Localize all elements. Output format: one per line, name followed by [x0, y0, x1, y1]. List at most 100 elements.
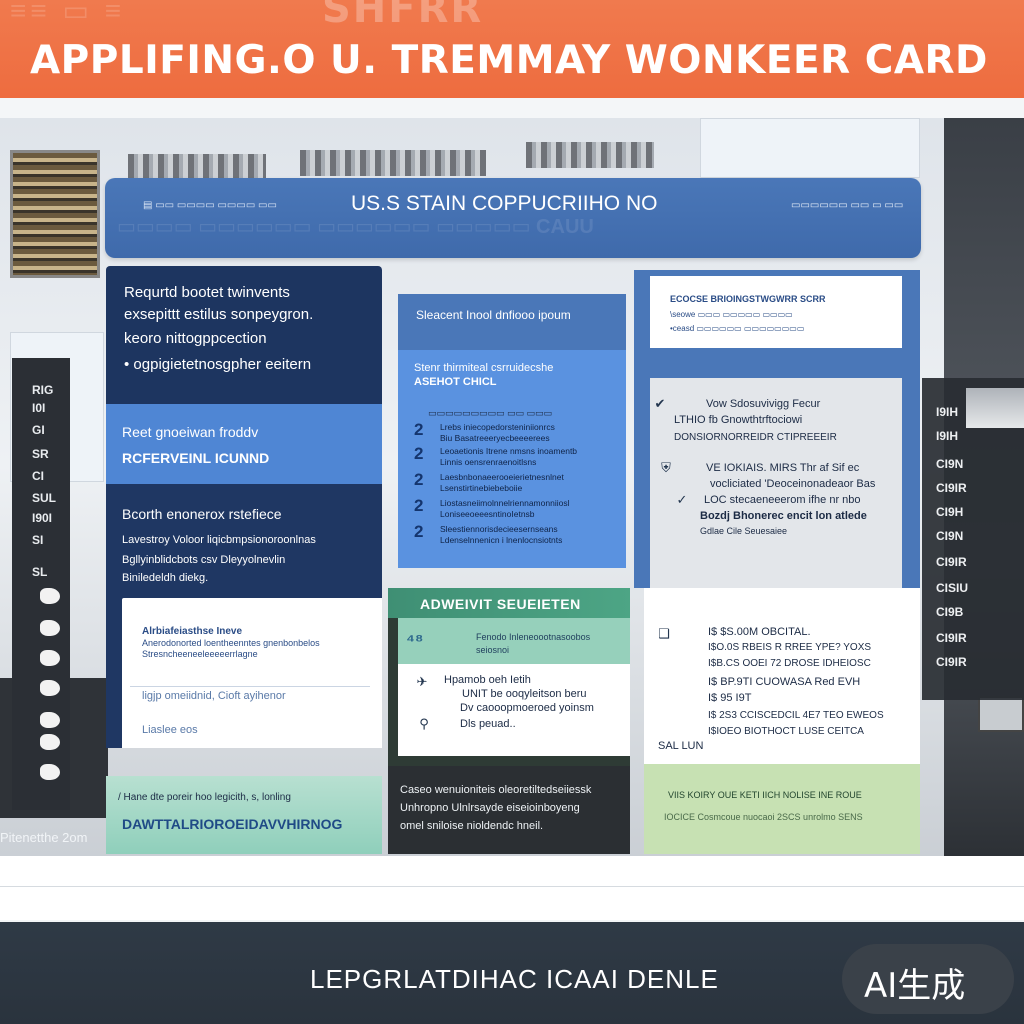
card-text: exsepittt estilus sonpeygron.: [124, 306, 314, 323]
strip-label: CI9IR: [936, 631, 967, 645]
step-item: 2 Laesbnbonaeerooeierietnesnlnet Lsensti…: [414, 470, 624, 496]
attestation-card: Alrbiafeiasthse Ineve Anerodonorted loen…: [106, 598, 382, 748]
card-title: Bcorth enonerox rstefiece: [122, 506, 282, 522]
strip-label: SUL: [32, 491, 56, 505]
left-caption: Pitenetthe 2om: [0, 830, 88, 845]
step-item: 2 Lrebs iniecopedorsteniniionrcs Biu Bas…: [414, 420, 624, 446]
card-subtitle: Reet gnoeiwan froddv: [122, 424, 259, 440]
left-side-strip: RIG I0I GI SR CI SUL I90I SI SL: [12, 358, 70, 810]
fee-line: I$ 95 I9T: [708, 692, 752, 704]
step-text: Liostasneiimolnnelriennamonniiosl: [440, 498, 570, 508]
decorative-blob: [40, 650, 60, 666]
step-number: 2: [414, 522, 424, 541]
fee-line: I$B.CS OOEI 72 DROSE IDHEIOSC: [708, 658, 871, 669]
strip-label: GI: [32, 423, 45, 437]
card-title: RCFERVEINL ICUNND: [122, 450, 270, 466]
card-title: ECOCSE BRIOINGSTWGWRR SCRR: [670, 294, 826, 304]
card-text: Dv caooopmoeroed yoinsm: [460, 702, 594, 714]
step-text: Ldenselnnenicn i lnenlocnsiotnts: [440, 535, 563, 545]
shield-icon: ⛨: [661, 460, 671, 475]
decorative-blob: [40, 588, 60, 604]
strip-label: I0I: [32, 401, 46, 415]
fee-line: I$IOEO BIOTHOCT LUSE CEITCA: [708, 726, 864, 737]
step-item: 2 Leoaetionis Itrene nmsns inoamentb Lin…: [414, 444, 624, 470]
step-item: 2 Sleestiennorisdecieesernseans Ldenseln…: [414, 522, 624, 548]
right-side-strip: I9IH I9IH CI9N CI9IR CI9H CI9N CI9IR CIS…: [922, 378, 1024, 700]
fee-line: I$O.0S RBEIS R RREE YPE? YOXS: [708, 642, 872, 653]
status-card: Stenr thirmiteal csrruidecshe ASEHOT CHI…: [398, 350, 626, 400]
separator-band: [0, 856, 1024, 920]
card-text: ligjp omeiidnid, Cioft ayihenor: [142, 690, 286, 702]
attestation-panel: Alrbiafeiasthse Ineve Anerodonorted loen…: [122, 598, 382, 748]
strip-label: SR: [32, 447, 49, 461]
step-text: Lrebs iniecopedorsteniniionrcs: [440, 422, 555, 432]
title-bar-caption-right: ▭▭▭▭▭▭ ▭▭ ▭ ▭▭: [791, 200, 904, 211]
strip-label: CI9H: [936, 505, 964, 519]
card-text: Anerodonorted loentheenntes gnenbonbelos: [142, 638, 320, 648]
card-text: Dls peuad..: [460, 718, 516, 730]
selection-card: Sleacent Inool dnfiooo ipoum: [398, 294, 626, 350]
steps-heading: ▭▭▭▭▭▭▭▭▭ ▭▭ ▭▭▭: [428, 408, 553, 418]
card-text: keoro nittogppcection: [124, 330, 267, 347]
header-banner: ≡≡ ▭ ≡ SHFRR APPLIFING.O U. TREMMAY WONK…: [0, 0, 1024, 98]
card-text: vocliciated 'Deoceinonadeaor Bas: [710, 478, 876, 490]
card-text: Unhropno Ulnlrsayde eiseioinboyeng: [400, 802, 580, 814]
download-button-label: DAWTTALRIOROEIDAVVHIRNOG: [122, 816, 343, 832]
advisory-header: ADWEIVIT SEUEIETEN: [388, 588, 630, 618]
card-footnote: Liaslee eos: [142, 724, 198, 736]
fee-line: I$ 2S3 CCISCEDCIL 4E7 TEO EWEOS: [708, 710, 884, 721]
strip-label: I9IH: [936, 405, 959, 419]
eligibility-details-card: ✔ Vow Sdosuvivigg Fecur LTHIO fb Gnowtht…: [650, 378, 902, 588]
card-text: VIIS KOIRY OUE KETI IICH NOLISE INE ROUE: [668, 790, 862, 800]
card-title: Alrbiafeiasthse Ineve: [142, 626, 243, 637]
title-bar-ghost: ▭▭▭▭ ▭▭▭▭▭▭ ▭▭▭▭▭▭ ▭▭▭▭▭ CAUU: [117, 216, 594, 238]
eligibility-header-card: ECOCSE BRIOINGSTWGWRR SCRR \seowe ▭▭▭ ▭▭…: [650, 276, 902, 348]
header-ghost-text: SHFRR: [322, 0, 484, 32]
step-text: Leoaetionis Itrene nmsns inoamentb: [440, 446, 578, 456]
step-text: Linnis oensrenraenoitlsns: [440, 457, 537, 467]
card-text: Stresncheeneeleeeeerrlagne: [142, 649, 258, 659]
reference-card[interactable]: Reet gnoeiwan froddv RCFERVEINL ICUNND: [106, 404, 382, 484]
strip-label: I9IH: [936, 429, 959, 443]
requirements-card: Requrtd bootet twinvents exsepittt estil…: [106, 266, 382, 404]
strip-label: CI9N: [936, 529, 964, 543]
strip-label: CI9N: [936, 457, 964, 471]
strip-label: I90I: [32, 511, 53, 525]
step-number: 2: [414, 420, 424, 439]
check-icon: ✔: [654, 396, 666, 411]
fee-line: I$ $S.00M OBCITAL.: [708, 626, 811, 638]
card-text: LOC stecaeneeerom ifhe nr nbo: [704, 494, 861, 506]
step-text: Sleestiennorisdecieesernseans: [440, 524, 558, 534]
background-window: [978, 696, 1024, 732]
background-window: [700, 118, 920, 178]
title-bar-caption-left: ▤ ▭▭ ▭▭▭▭ ▭▭▭▭ ▭▭: [143, 200, 277, 211]
bookmark-icon: ❑: [658, 626, 670, 641]
strip-label: RIG: [32, 383, 54, 397]
fees-card: ❑ I$ $S.00M OBCITAL. I$O.0S RBEIS R RREE…: [644, 588, 920, 764]
card-text: Bgllyinblidcbots csv Dleyyolnevlin: [122, 554, 286, 566]
strip-label: CI9IR: [936, 655, 967, 669]
background-shelf: [526, 142, 654, 168]
card-text: VE IOKIAIS. MIRS Thr af Sif ec: [706, 462, 860, 474]
background-shelf: [10, 150, 100, 278]
card-text: Gdlae Cile Seuesaiee: [700, 526, 788, 536]
strip-label: CI9B: [936, 605, 964, 619]
ai-badge-label: AI生成: [864, 966, 966, 1006]
strip-label: CI9IR: [936, 555, 967, 569]
background-shelf: [300, 150, 486, 176]
card-text: Stenr thirmiteal csrruidecshe: [414, 362, 554, 374]
strip-label: CI9IR: [936, 481, 967, 495]
strip-label: SL: [32, 565, 48, 579]
divider: [0, 886, 1024, 887]
notice-card: VIIS KOIRY OUE KETI IICH NOLISE INE ROUE…: [644, 764, 920, 854]
download-card[interactable]: / Hane dte poreir hoo legicith, s, lonli…: [106, 776, 382, 854]
steps-card: ▭▭▭▭▭▭▭▭▭ ▭▭ ▭▭▭ 2 Lrebs iniecopedorsten…: [398, 400, 626, 568]
card-text: Sleacent Inool dnfiooo ipoum: [416, 308, 571, 322]
card-text: Requrtd bootet twinvents: [124, 284, 290, 301]
card-text: / Hane dte poreir hoo legicith, s, lonli…: [118, 792, 291, 803]
card-text: omel sniloise nioldendc hneil.: [400, 820, 544, 832]
card-text: UNIT be ooqyleitson beru: [462, 688, 587, 700]
pin-icon: ⚲: [419, 716, 429, 731]
step-number: 2: [414, 444, 424, 463]
step-text: Lsenstirtinebiebeboiie: [440, 483, 523, 493]
